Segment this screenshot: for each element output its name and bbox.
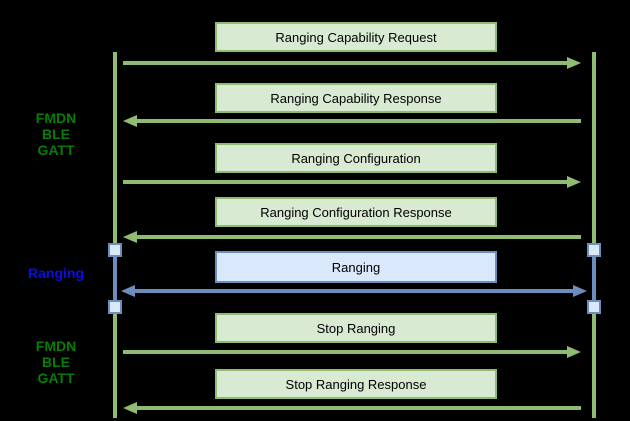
arrow-shaft (123, 180, 567, 184)
message-box-ranging: Ranging (215, 251, 497, 283)
arrow-shaft (137, 119, 581, 123)
message-box-stop-ranging: Stop Ranging (215, 313, 497, 343)
section-label-line: GATT (37, 142, 75, 158)
arrow-shaft (137, 406, 581, 410)
arrow-head-left-icon (121, 285, 135, 297)
section-label-line: GATT (37, 370, 75, 386)
section-label-line: FMDN (35, 338, 77, 354)
activation-square-left-top (108, 243, 122, 257)
arrow-head-left-icon (123, 115, 137, 127)
ranging-activation-left (113, 255, 117, 302)
message-label: Ranging Capability Response (270, 90, 442, 106)
message-arrow-left (123, 114, 581, 128)
section-label-line: BLE (42, 126, 70, 142)
message-arrow-right (123, 175, 581, 189)
arrow-shaft (123, 350, 567, 354)
arrow-head-right-icon (567, 57, 581, 69)
arrow-shaft (137, 235, 581, 239)
message-label: Ranging Configuration Response (260, 204, 452, 220)
activation-square-left-bottom (108, 300, 122, 314)
message-box-ranging-capability-request: Ranging Capability Request (215, 22, 497, 52)
message-label: Ranging Capability Request (275, 29, 437, 45)
arrow-head-left-icon (123, 402, 137, 414)
message-box-ranging-configuration: Ranging Configuration (215, 143, 497, 173)
message-box-ranging-configuration-response: Ranging Configuration Response (215, 197, 497, 227)
message-arrow-both (121, 284, 587, 298)
arrow-head-left-icon (123, 231, 137, 243)
section-label-line: FMDN (35, 110, 77, 126)
lifeline-left (113, 52, 117, 418)
arrow-head-right-icon (573, 285, 587, 297)
lifeline-right (592, 52, 596, 418)
message-label: Ranging (331, 259, 381, 275)
arrow-head-right-icon (567, 176, 581, 188)
message-arrow-right (123, 56, 581, 70)
activation-square-right-bottom (587, 300, 601, 314)
message-arrow-left (123, 401, 581, 415)
section-label-fmdn-ble-gatt-bottom: FMDN BLE GATT (8, 338, 104, 386)
arrow-head-right-icon (567, 346, 581, 358)
section-label-fmdn-ble-gatt-top: FMDN BLE GATT (8, 110, 104, 158)
message-box-stop-ranging-response: Stop Ranging Response (215, 369, 497, 399)
message-arrow-left (123, 230, 581, 244)
arrow-shaft (135, 289, 573, 293)
message-box-ranging-capability-response: Ranging Capability Response (215, 83, 497, 113)
section-label-line: BLE (42, 354, 70, 370)
arrow-shaft (123, 61, 567, 65)
activation-square-right-top (587, 243, 601, 257)
message-label: Ranging Configuration (291, 150, 421, 166)
ranging-activation-right (592, 255, 596, 302)
message-label: Stop Ranging (316, 320, 396, 336)
section-label-line: Ranging (28, 265, 84, 281)
message-arrow-right (123, 345, 581, 359)
message-label: Stop Ranging Response (285, 376, 427, 392)
section-label-ranging: Ranging (8, 265, 104, 281)
